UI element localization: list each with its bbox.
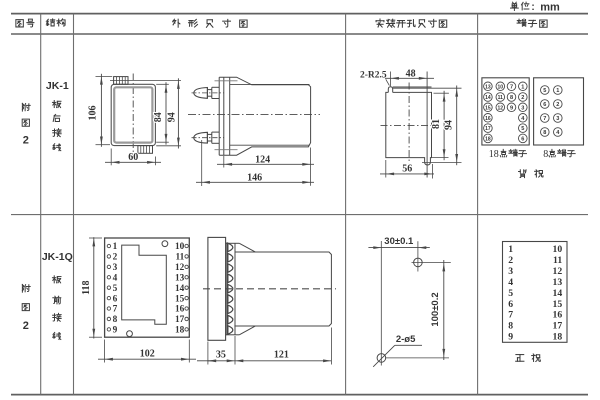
svg-text:12: 12: [175, 263, 185, 273]
svg-text:4: 4: [521, 116, 525, 122]
svg-text:2: 2: [521, 95, 524, 101]
svg-text:mm: mm: [540, 1, 560, 13]
svg-text:2: 2: [23, 135, 29, 147]
svg-text:2: 2: [113, 253, 118, 263]
svg-text:11: 11: [498, 95, 504, 101]
svg-text:10: 10: [498, 84, 504, 90]
svg-text:12: 12: [498, 105, 504, 111]
svg-text:10: 10: [553, 244, 563, 255]
svg-text:8: 8: [543, 149, 548, 160]
svg-text:60: 60: [128, 152, 138, 163]
svg-text:1: 1: [521, 84, 524, 90]
svg-text:15: 15: [175, 294, 185, 304]
svg-text:JK-1: JK-1: [46, 80, 69, 92]
svg-text:17: 17: [553, 321, 563, 332]
svg-text:9: 9: [508, 332, 513, 343]
svg-text:6: 6: [543, 102, 546, 108]
svg-text:2: 2: [556, 102, 559, 108]
svg-text:13: 13: [485, 84, 491, 90]
svg-text:17: 17: [175, 315, 185, 325]
svg-text:13: 13: [175, 273, 185, 283]
svg-text:3: 3: [508, 266, 513, 277]
svg-text:2: 2: [23, 320, 29, 332]
svg-text:4: 4: [556, 130, 560, 136]
svg-text:6: 6: [113, 294, 118, 304]
svg-text:5: 5: [543, 88, 546, 94]
svg-text:8: 8: [510, 95, 513, 101]
svg-text:12: 12: [553, 266, 563, 277]
svg-text:4: 4: [113, 273, 118, 283]
svg-text:4: 4: [508, 277, 513, 288]
svg-text:5: 5: [508, 288, 513, 299]
svg-text:18: 18: [175, 326, 185, 336]
svg-text:18: 18: [485, 136, 491, 142]
svg-text:3: 3: [556, 116, 559, 122]
svg-text:16: 16: [485, 116, 491, 122]
svg-text:56: 56: [402, 163, 412, 174]
svg-text:94: 94: [166, 112, 177, 122]
svg-text:15: 15: [553, 299, 563, 310]
svg-text:5: 5: [113, 284, 118, 294]
svg-text:17: 17: [485, 126, 491, 132]
svg-text:124: 124: [255, 155, 270, 166]
svg-text:94: 94: [444, 120, 455, 130]
svg-text:121: 121: [274, 350, 289, 361]
svg-text:16: 16: [553, 310, 563, 321]
svg-text:146: 146: [247, 172, 262, 183]
svg-text:8: 8: [543, 130, 546, 136]
svg-text:6: 6: [508, 299, 513, 310]
svg-text:13: 13: [553, 277, 563, 288]
svg-text:106: 106: [88, 106, 99, 121]
svg-text:35: 35: [216, 350, 226, 361]
svg-text:118: 118: [81, 280, 92, 294]
svg-text:7: 7: [113, 305, 118, 315]
svg-text:3: 3: [113, 263, 118, 273]
svg-text:81: 81: [431, 119, 442, 129]
svg-text:5: 5: [521, 126, 524, 132]
svg-text:30±0.1: 30±0.1: [384, 236, 414, 247]
svg-text:102: 102: [140, 348, 155, 359]
svg-text:14: 14: [175, 284, 185, 294]
svg-text:7: 7: [510, 84, 513, 90]
svg-text:2-ø5: 2-ø5: [396, 334, 416, 345]
svg-text:7: 7: [508, 310, 513, 321]
svg-text:9: 9: [113, 326, 118, 336]
svg-text:1: 1: [556, 88, 559, 94]
svg-text:14: 14: [553, 288, 563, 299]
svg-text:9: 9: [510, 105, 513, 111]
svg-text:14: 14: [485, 95, 491, 101]
svg-text:3: 3: [521, 105, 524, 111]
svg-text:11: 11: [176, 253, 185, 263]
svg-text:18: 18: [553, 332, 563, 343]
svg-text:8: 8: [113, 315, 118, 325]
svg-text::: :: [531, 2, 534, 13]
svg-text:2-R2.5: 2-R2.5: [360, 70, 387, 80]
svg-text:8: 8: [508, 321, 513, 332]
svg-text:6: 6: [521, 136, 524, 142]
svg-text:11: 11: [553, 255, 562, 266]
svg-text:2: 2: [508, 255, 513, 266]
svg-text:100±0.2: 100±0.2: [430, 292, 441, 326]
svg-text:16: 16: [175, 305, 185, 315]
svg-text:10: 10: [175, 242, 185, 252]
svg-text:1: 1: [508, 244, 513, 255]
svg-text:JK-1Q: JK-1Q: [42, 251, 73, 263]
svg-text:15: 15: [485, 105, 491, 111]
svg-text:48: 48: [406, 68, 416, 79]
svg-text:7: 7: [543, 116, 546, 122]
svg-text:1: 1: [113, 242, 118, 252]
svg-text:18: 18: [489, 149, 499, 160]
svg-text:84: 84: [153, 112, 164, 122]
